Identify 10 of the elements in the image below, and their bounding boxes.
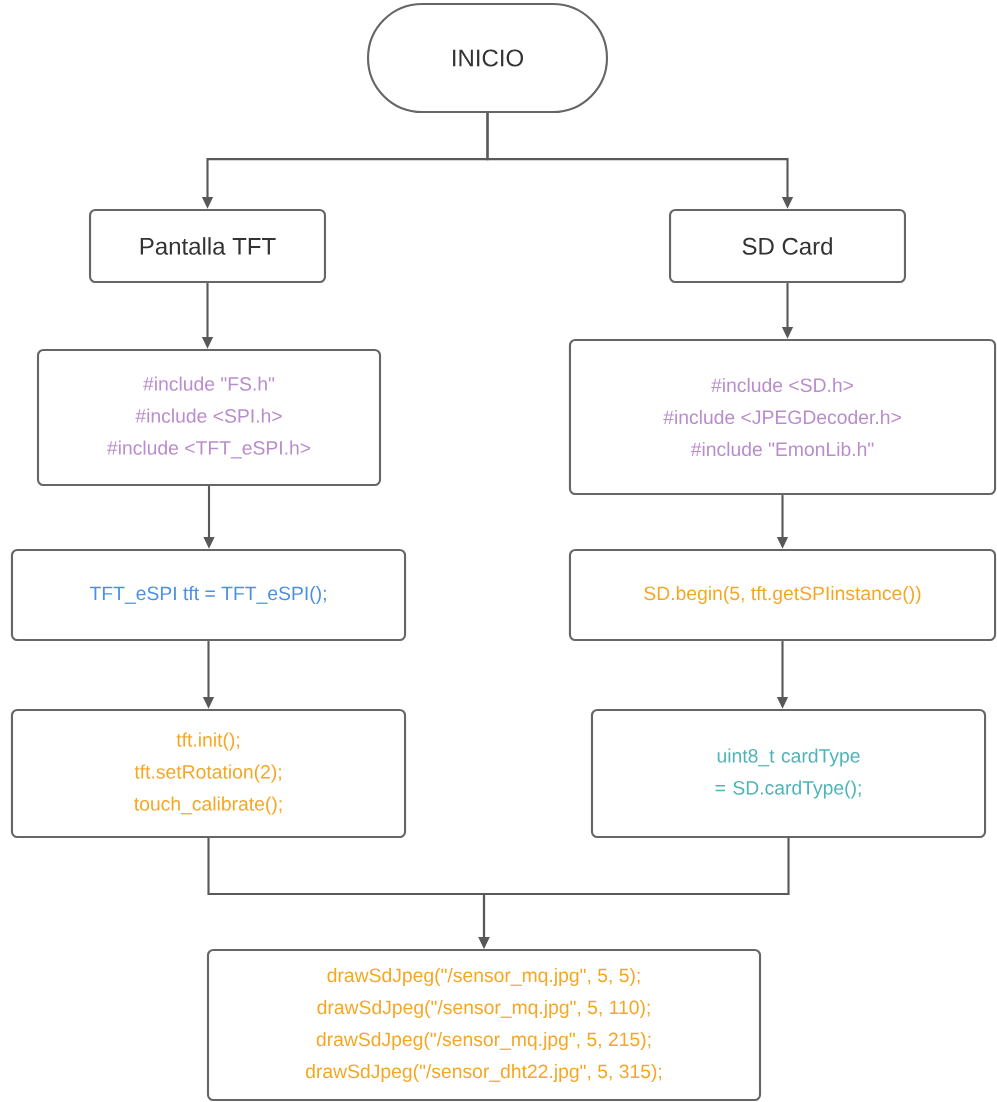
- code-box: drawSdJpeg("/sensor_mq.jpg", 5, 5); drawSdJpeg("/sensor_mq.jpg", 5, 110); drawSdJpeg("/sensor_mq.jpg", 5, 215); drawSdJpeg("/sensor_dht22.jpg", 5, 315);: [206, 948, 762, 1102]
- process-box: SD Card: [668, 208, 907, 284]
- code-box: SD.begin(5, tft.getSPIinstance()): [568, 548, 997, 642]
- start-terminal: INICIO: [366, 2, 609, 114]
- code-box: #include <SD.h> #include <JPEGDecoder.h> #include "EmonLib.h": [568, 338, 997, 496]
- code-box: #include "FS.h" #include <SPI.h> #include <TFT_eSPI.h>: [36, 348, 382, 487]
- code-box: tft.init(); tft.setRotation(2); touch_calibrate();: [10, 708, 407, 839]
- code-box: uint8_t cardType = SD.cardType();: [590, 708, 987, 839]
- process-box: Pantalla TFT: [88, 208, 327, 284]
- code-box: TFT_eSPI tft = TFT_eSPI();: [10, 548, 407, 642]
